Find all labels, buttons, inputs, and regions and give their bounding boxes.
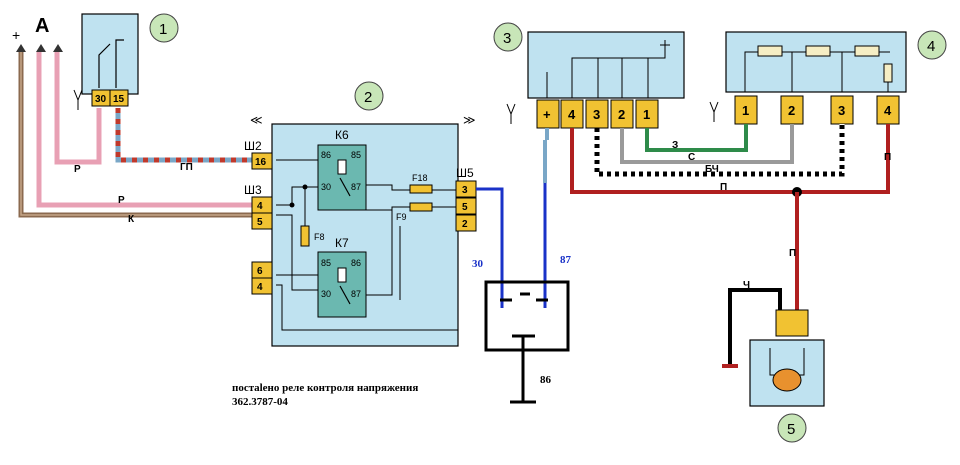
- relay-k6-label: К6: [335, 128, 349, 142]
- new-relay-86-label: 86: [540, 374, 552, 386]
- new-relay-30-label: 30: [472, 258, 484, 270]
- callout-4-label: 4: [927, 38, 935, 55]
- wire-gp-label: ГП: [180, 162, 193, 173]
- connector-sh5-label: Ш5: [456, 166, 474, 180]
- plug-arrow-right-icon: ≫: [463, 113, 476, 127]
- wire-p-right-label: П: [884, 152, 891, 163]
- switch-pin-15: [109, 89, 129, 107]
- note-line-2: 362.3787-04: [232, 396, 288, 408]
- new-relay-87-label: 87: [560, 254, 572, 266]
- relay-k6: [317, 144, 367, 211]
- pin-4b: [251, 277, 273, 295]
- wire-ch-label: Ч: [743, 280, 750, 291]
- callout-5: [777, 413, 807, 443]
- plug-arrow-left-icon: ≪: [250, 113, 263, 127]
- k6-87: 87: [351, 182, 361, 192]
- arrow-a-2: [53, 44, 63, 52]
- fuse-f18-label: F18: [412, 173, 428, 183]
- wire-r1: [54, 52, 102, 165]
- callout-3-label: 3: [503, 30, 511, 47]
- pin-16-label: 16: [255, 157, 267, 168]
- arrow-plus-1: [16, 44, 26, 52]
- pin-3-label: 3: [462, 185, 468, 196]
- callout-3: [493, 22, 523, 52]
- b4-pin-4-label: 4: [884, 103, 892, 118]
- ground-symbol-4: [709, 101, 719, 122]
- arrow-a-1: [36, 44, 46, 52]
- switch-pin-15-label: 15: [113, 94, 125, 105]
- k6-30: 30: [321, 182, 331, 192]
- wire-z-label: З: [672, 140, 678, 151]
- fuse-f9: [409, 202, 433, 212]
- pin-5a-label: 5: [257, 217, 263, 228]
- ignition-switch: 30 15 1: [73, 13, 179, 110]
- wire-r2: [36, 52, 252, 208]
- callout-2-label: 2: [364, 89, 372, 106]
- wire-s-label: С: [688, 152, 695, 163]
- callout-1: [149, 13, 179, 43]
- fuse-f9-label: F9: [396, 212, 407, 222]
- b3-pin-1-label: 1: [643, 107, 650, 122]
- b3-pin-plus-label: +: [543, 107, 551, 122]
- callout-5-label: 5: [787, 421, 795, 438]
- connector-sh2-label: Ш2: [244, 139, 262, 153]
- fuse-f8-label: F8: [314, 232, 325, 242]
- relay-block: К6 86 85 30 87 К7 85 86 30 87 F18 F9 F8 …: [244, 81, 477, 347]
- pin-4a-label: 4: [257, 201, 263, 212]
- pin-5b: [455, 197, 477, 215]
- relay-k7: [317, 251, 367, 318]
- k7-85: 85: [321, 258, 331, 268]
- pin-5b-label: 5: [462, 202, 468, 213]
- pin-2: [455, 214, 477, 232]
- b4-pin-3-label: 3: [838, 103, 845, 118]
- k7-87: 87: [351, 289, 361, 299]
- note-line-1: постalено реле контроля напряжения: [232, 382, 419, 394]
- k6-85: 85: [351, 150, 361, 160]
- b3-pin-4-label: 4: [568, 107, 576, 122]
- block-3: + 4 3 2 1 3: [493, 22, 685, 129]
- fuse-f8: [300, 225, 310, 247]
- callout-1-label: 1: [159, 21, 167, 38]
- fuse-f18: [409, 184, 433, 194]
- b3-pin-2-label: 2: [618, 107, 625, 122]
- pin-6-label: 6: [257, 266, 263, 277]
- block-4: 1 2 3 4 4: [709, 30, 947, 125]
- relay-k7-label: К7: [335, 236, 349, 250]
- ground-symbol-3: [506, 103, 516, 124]
- k6-86: 86: [321, 150, 331, 160]
- ground-symbol-1: [73, 89, 83, 110]
- wires-3-4: З С БЧ П П П: [570, 124, 891, 310]
- pin-4b-label: 4: [257, 282, 263, 293]
- plus-label: +: [12, 27, 20, 43]
- wire-r2-label: Р: [118, 195, 125, 206]
- k7-30: 30: [321, 289, 331, 299]
- k7-86: 86: [351, 258, 361, 268]
- b4-pin-1-label: 1: [742, 103, 749, 118]
- wire-bch-label: БЧ: [705, 164, 719, 175]
- terminal-a-label: A: [35, 15, 49, 37]
- connector-sh3-label: Ш3: [244, 183, 262, 197]
- wire-k-label: К: [128, 214, 135, 225]
- callout-4: [917, 30, 947, 60]
- pin-16: [251, 152, 273, 170]
- switch-pin-30-label: 30: [95, 94, 107, 105]
- wire-p-main-label: П: [720, 182, 727, 193]
- b4-pin-2-label: 2: [788, 103, 795, 118]
- wire-p-down-label: П: [789, 248, 796, 259]
- wire-gp: [115, 108, 252, 163]
- callout-2: [354, 81, 384, 111]
- motor-icon: [772, 368, 802, 392]
- left-input-wires: + A Р ГП Р К: [12, 15, 252, 225]
- pin-5a: [251, 212, 273, 230]
- pin-2-label: 2: [462, 219, 468, 230]
- b3-pin-3-label: 3: [593, 107, 600, 122]
- wire-r1-label: Р: [74, 164, 81, 175]
- motor-5: Ч 5: [722, 280, 825, 443]
- new-relay-sketch: 30 87 86: [472, 140, 572, 404]
